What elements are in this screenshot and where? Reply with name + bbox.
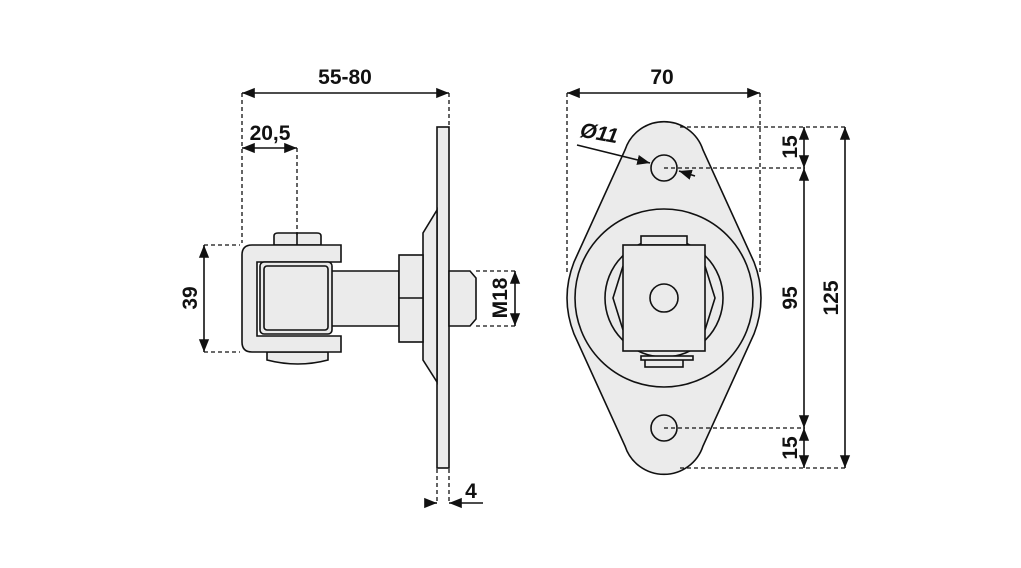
dim-hole-diameter: Ø11 [578, 119, 620, 148]
roller [259, 261, 333, 335]
hinge-shaft [323, 270, 400, 327]
dim-width: 70 [650, 66, 673, 89]
dim-plate-thickness: 4 [465, 480, 477, 503]
dim-height: 125 [820, 280, 843, 315]
pin-circle [649, 283, 679, 313]
bottom-washer [640, 355, 694, 361]
top-mounting-hole [650, 154, 678, 182]
bottom-cap [266, 351, 329, 365]
threaded-stub [448, 270, 477, 327]
dim-overall-length: 55-80 [318, 66, 372, 89]
dim-top-edge: 15 [779, 135, 802, 159]
top-tab [640, 235, 688, 246]
dim-clevis-height: 39 [179, 286, 202, 309]
clevis-bracket [241, 244, 342, 353]
plate-boss [422, 207, 438, 385]
dim-pivot-offset: 20,5 [250, 122, 291, 145]
side-view: 55-80 20,5 39 M18 4 [179, 66, 521, 509]
boss-outer-circle [574, 208, 754, 388]
dim-thread: M18 [489, 277, 512, 318]
bottom-mounting-hole [650, 414, 678, 442]
dim-bottom-edge: 15 [779, 436, 802, 460]
front-view: 70 Ø11 15 95 15 125 [566, 66, 851, 476]
dim-hole-spacing: 95 [779, 286, 802, 310]
mounting-plate [436, 126, 450, 469]
clevis-front [622, 244, 706, 352]
nut-hex [612, 265, 716, 331]
